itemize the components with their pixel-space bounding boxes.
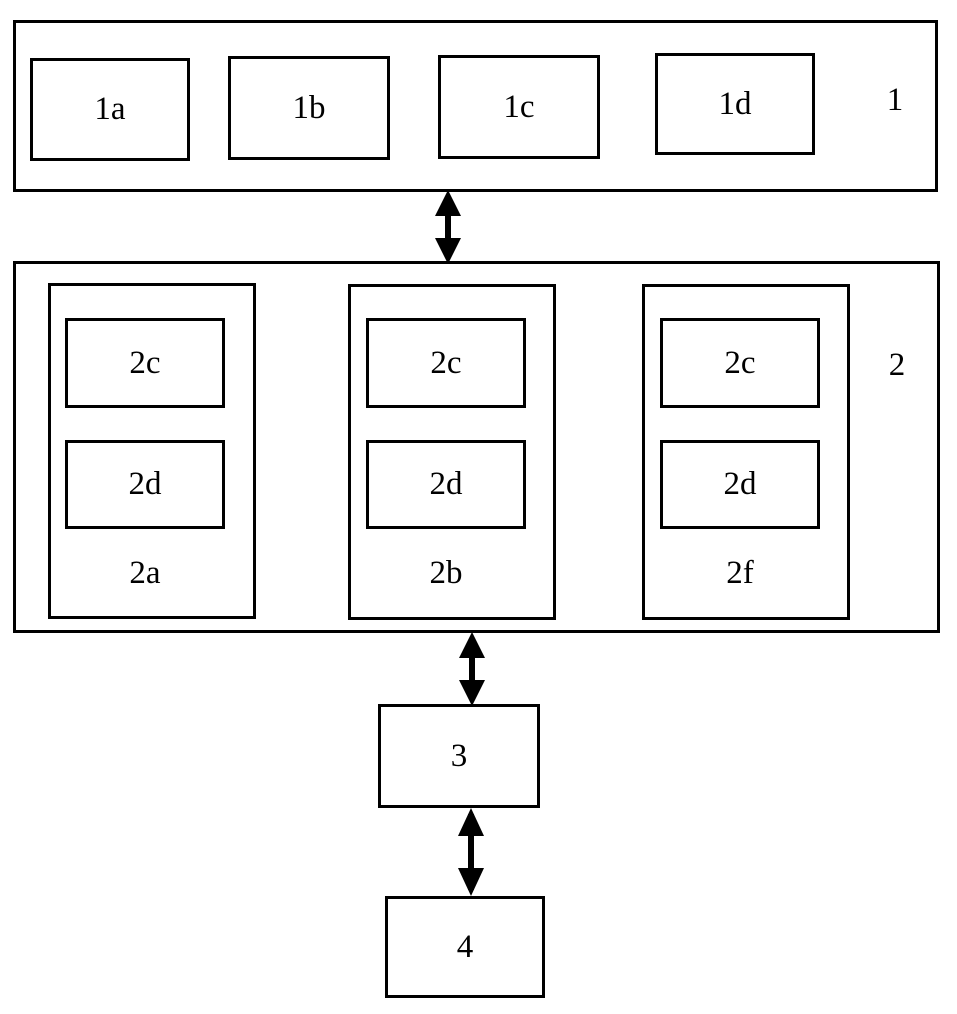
block-4[interactable] [385, 896, 545, 998]
block-4-label: 4 [456, 928, 474, 965]
double-arrow-icon [459, 632, 485, 706]
block-1d[interactable] [655, 53, 815, 155]
double-arrow-icon [435, 190, 461, 264]
block-2a-2c[interactable] [65, 318, 225, 408]
block-1-container[interactable] [13, 20, 938, 192]
block-2f-2c-label: 2c [724, 344, 756, 381]
block-2f-2d[interactable] [660, 440, 820, 529]
block-1-label: 1 [886, 81, 904, 118]
block-2f-2d-label: 2d [723, 466, 757, 502]
double-arrow-icon [458, 808, 484, 896]
block-2b-label: 2b [429, 554, 463, 591]
block-2a-label: 2a [129, 554, 161, 591]
block-1b[interactable] [228, 56, 390, 160]
block-2b-2d-label: 2d [429, 466, 463, 502]
connector-1-2 [425, 190, 471, 264]
block-1d-label: 1d [718, 85, 752, 122]
block-1a-label: 1a [94, 91, 126, 127]
block-2b-2d[interactable] [366, 440, 526, 529]
block-2-container[interactable] [13, 261, 940, 633]
block-2f[interactable] [642, 284, 850, 620]
connector-2-3 [449, 632, 495, 706]
block-2a-2c-label: 2c [129, 344, 161, 381]
block-2b-2c[interactable] [366, 318, 526, 408]
block-2a-2d-label: 2d [128, 466, 162, 502]
block-2b[interactable] [348, 284, 556, 620]
block-2a-2d[interactable] [65, 440, 225, 529]
block-1a[interactable] [30, 58, 190, 161]
block-2-label: 2 [888, 346, 906, 383]
block-1c-label: 1c [503, 88, 535, 125]
block-2f-2c[interactable] [660, 318, 820, 408]
block-3[interactable] [378, 704, 540, 808]
block-2f-label: 2f [726, 554, 754, 591]
block-2a[interactable] [48, 283, 256, 619]
connector-3-4 [448, 808, 494, 896]
block-1b-label: 1b [292, 89, 326, 126]
block-1c[interactable] [438, 55, 600, 159]
block-3-label: 3 [450, 737, 468, 774]
block-2b-2c-label: 2c [430, 344, 462, 381]
